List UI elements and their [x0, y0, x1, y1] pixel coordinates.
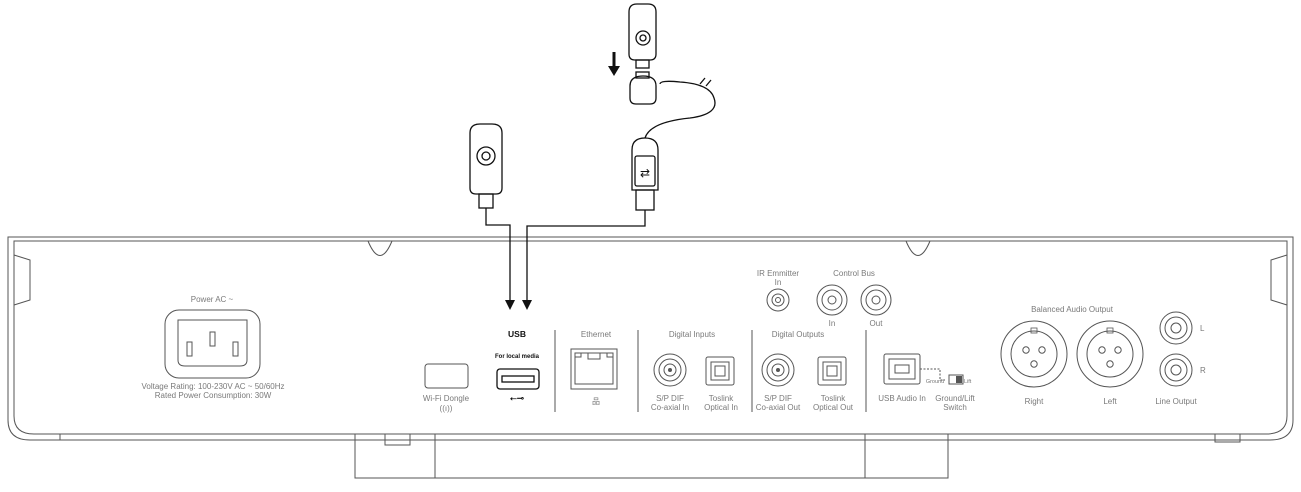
usb-cable-connector-icon: ⇄	[522, 77, 716, 310]
wifi-dongle-label: Wi-Fi Dongle	[423, 394, 470, 403]
xlr-left-label: Left	[1103, 397, 1117, 406]
control-bus-out-jack[interactable]	[860, 284, 892, 316]
usb-audio-section: USB Audio In Ground Lift Ground/Lift Swi…	[878, 353, 976, 412]
down-arrow-icon	[608, 52, 620, 76]
spdif-out-label-1: S/P DIF	[764, 394, 792, 403]
usb-stick-icon	[469, 123, 515, 310]
wifi-section: Wi-Fi Dongle ((ı))	[423, 363, 470, 413]
balanced-output-title: Balanced Audio Output	[1031, 305, 1114, 314]
wifi-icon: ((ı))	[440, 404, 453, 413]
ir-emitter-jack[interactable]	[766, 288, 790, 312]
digital-inputs-section: Digital Inputs S/P DIF Co-axial In Tosli…	[651, 330, 738, 412]
digital-outputs-title: Digital Outputs	[772, 330, 824, 339]
usb-port[interactable]	[496, 368, 540, 390]
power-inlet[interactable]	[164, 309, 261, 379]
toslink-optical-in[interactable]	[705, 356, 735, 386]
power-consumption: Rated Power Consumption: 30W	[155, 391, 272, 400]
lift-label: Lift	[964, 379, 972, 385]
chassis	[7, 236, 1294, 479]
ground-label: Ground	[926, 379, 944, 385]
line-output-left-jack[interactable]	[1159, 311, 1193, 345]
power-ac-title: Power AC ~	[191, 295, 234, 304]
toslink-out-label-2: Optical Out	[813, 403, 854, 412]
voltage-rating: Voltage Rating: 100-230V AC ~ 50/60Hz	[142, 382, 285, 391]
spdif-in-label-1: S/P DIF	[656, 394, 684, 403]
ethernet-icon: 品	[592, 397, 600, 406]
control-bus-section: Control Bus In Out	[816, 269, 892, 328]
svg-text:⇄: ⇄	[640, 166, 650, 180]
spdif-coaxial-in[interactable]	[653, 353, 687, 387]
line-output-r-label: R	[1200, 366, 1206, 375]
line-output-right-jack[interactable]	[1159, 353, 1193, 387]
spdif-out-label-2: Co-axial Out	[756, 403, 801, 412]
toslink-optical-out[interactable]	[817, 356, 847, 386]
usb-symbol-icon: ⭠⊸	[510, 393, 525, 403]
ir-emitter-section: IR Emmitter In	[757, 269, 800, 312]
toslink-out-label-1: Toslink	[821, 394, 846, 403]
wifi-dongle-port[interactable]	[424, 363, 469, 389]
toslink-in-label-2: Optical In	[704, 403, 738, 412]
usb-section: USB For local media ⭠⊸	[495, 329, 540, 403]
ir-emitter-sub: In	[775, 278, 782, 287]
spdif-in-label-2: Co-axial In	[651, 403, 689, 412]
digital-inputs-title: Digital Inputs	[669, 330, 715, 339]
toslink-in-label-1: Toslink	[709, 394, 734, 403]
control-bus-in-label: In	[829, 319, 836, 328]
ethernet-section: Ethernet 品	[570, 330, 618, 406]
balanced-output-section: Balanced Audio Output Right Left	[1000, 305, 1144, 406]
line-output-section: L R Line Output	[1155, 311, 1206, 406]
xlr-right-label: Right	[1025, 397, 1044, 406]
xlr-right-output[interactable]	[1000, 320, 1068, 388]
xlr-left-output[interactable]	[1076, 320, 1144, 388]
ground-lift-switch[interactable]	[948, 374, 964, 385]
power-ac-section: Power AC ~ Voltage Rating: 100-230V AC ~…	[142, 295, 285, 400]
ethernet-title: Ethernet	[581, 330, 612, 339]
control-bus-out-label: Out	[870, 319, 884, 328]
line-output-label: Line Output	[1155, 397, 1197, 406]
usb-audio-in-label: USB Audio In	[878, 394, 926, 403]
spdif-coaxial-out[interactable]	[761, 353, 795, 387]
ir-emitter-title: IR Emmitter	[757, 269, 800, 278]
section-dividers	[554, 330, 867, 412]
control-bus-title: Control Bus	[833, 269, 875, 278]
usb-title: USB	[508, 329, 526, 339]
control-bus-in-jack[interactable]	[816, 284, 848, 316]
ground-lift-label-2: Switch	[943, 403, 967, 412]
digital-outputs-section: Digital Outputs S/P DIF Co-axial Out Tos…	[756, 330, 854, 412]
ethernet-port[interactable]	[570, 348, 618, 390]
usb-stick-top-icon	[628, 3, 657, 105]
ground-lift-label-1: Ground/Lift	[935, 394, 975, 403]
line-output-l-label: L	[1200, 324, 1205, 333]
usb-subtitle: For local media	[495, 354, 540, 360]
